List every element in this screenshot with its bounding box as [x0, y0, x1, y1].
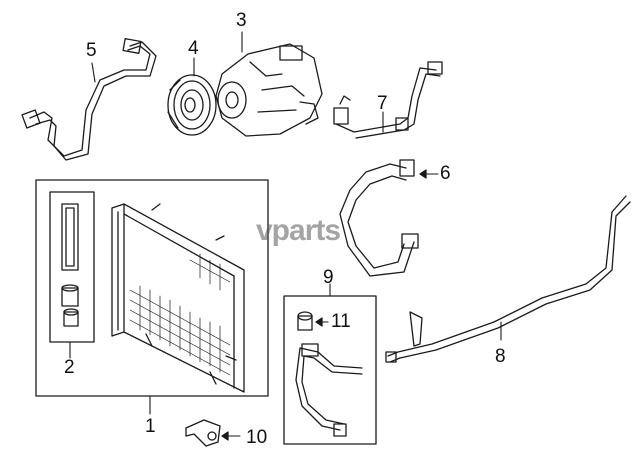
- condenser-fins: [129, 253, 231, 376]
- callout-4: 4: [188, 38, 199, 59]
- callout-7: 7: [377, 93, 388, 114]
- callout-11: 11: [331, 311, 351, 332]
- liquid-tube-part-7: [333, 61, 443, 139]
- callout-5: 5: [86, 40, 97, 61]
- pressure-switch-group-box: [283, 283, 377, 445]
- callout-3: 3: [236, 10, 247, 31]
- liquid-line-part-8: [385, 195, 631, 363]
- compressor-part-3: [215, 31, 323, 137]
- callout-6: 6: [440, 163, 451, 184]
- condenser-group-box: [35, 179, 269, 415]
- discharge-hose-part-6: [339, 159, 439, 277]
- watermark: vparts: [256, 214, 341, 247]
- callout-2: 2: [64, 357, 75, 378]
- clutch-pulley-part-4: [167, 57, 217, 136]
- suction-hose-part-5: [21, 38, 157, 161]
- callout-9: 9: [323, 267, 334, 288]
- callout-8: 8: [495, 346, 506, 367]
- bracket-part-10: [185, 419, 241, 447]
- callout-10: 10: [246, 427, 268, 448]
- callout-1: 1: [145, 416, 156, 437]
